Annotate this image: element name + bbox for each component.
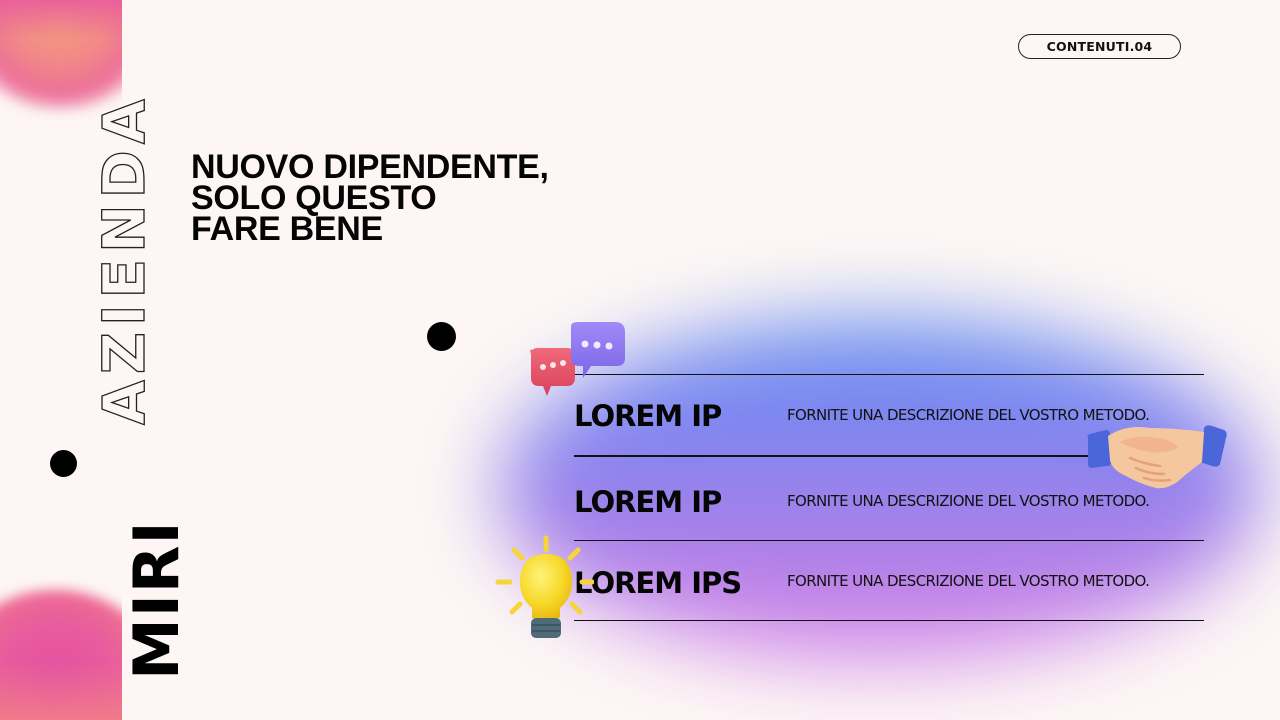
decorative-dot-left [50,450,77,477]
list-item-description: FORNITE UNA DESCRIZIONE DEL VOSTRO METOD… [787,571,1150,590]
divider [574,455,1204,457]
slide-title: NUOVO DIPENDENTE, SOLO QUESTO FARE BENE [191,148,549,248]
section-badge: CONTENUTI.04 [1018,34,1181,59]
gradient-glow-background [500,320,1260,660]
left-gradient-strip [0,0,122,720]
lightbulb-icon [495,535,594,638]
vertical-outline-text: AZIENDA [89,93,158,426]
title-line-3: FARE BENE [191,210,383,248]
list-item-description: FORNITE UNA DESCRIZIONE DEL VOSTRO METOD… [787,406,1150,425]
gradient-blob-top-cap [0,0,122,40]
list-item: LOREM IP FORNITE UNA DESCRIZIONE DEL VOS… [574,375,1204,455]
title-line-2: SOLO QUESTO [191,179,437,217]
vertical-solid-text: MIRI [120,520,193,680]
list-item-title: LOREM IPS [574,565,742,600]
list-item-title: LOREM IP [574,399,722,434]
divider [574,374,1204,376]
chat-bubbles-icon [530,322,625,396]
list-item: LOREM IP FORNITE UNA DESCRIZIONE DEL VOS… [574,457,1204,540]
list-item-title: LOREM IP [574,484,722,519]
gradient-blob-bottom-cap [0,660,122,720]
divider [574,619,1204,622]
list-item: LOREM IPS FORNITE UNA DESCRIZIONE DEL VO… [574,541,1204,620]
divider [574,539,1204,541]
list-item-description: FORNITE UNA DESCRIZIONE DEL VOSTRO METOD… [787,491,1150,510]
decorative-dot-center [427,322,456,351]
title-line-1: NUOVO DIPENDENTE, [191,148,549,186]
method-list: LOREM IP FORNITE UNA DESCRIZIONE DEL VOS… [574,374,1204,622]
handshake-icon [1087,425,1227,489]
